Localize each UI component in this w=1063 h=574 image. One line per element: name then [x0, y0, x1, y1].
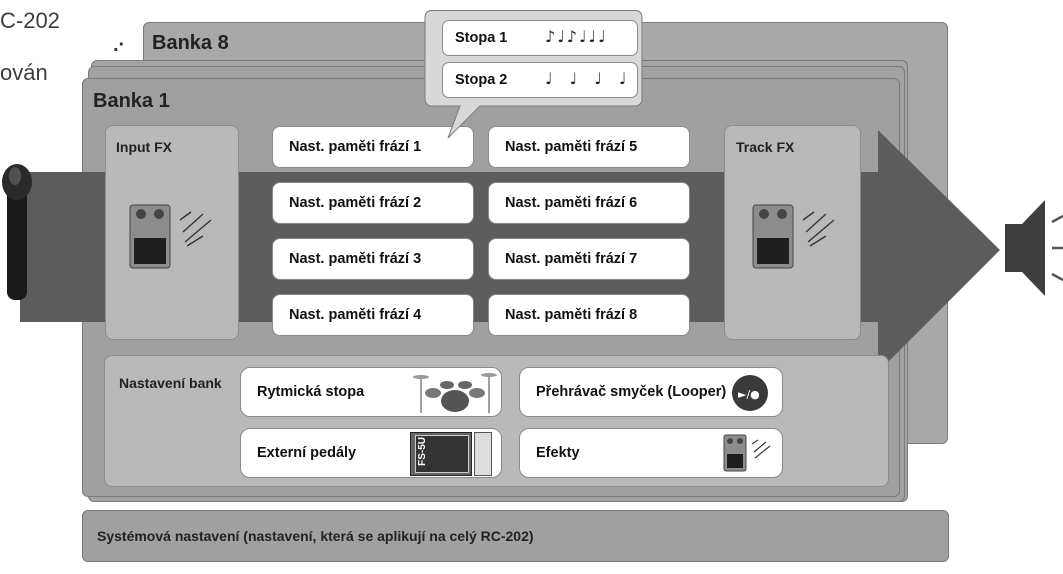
track-2-notes: ♩ ♩ ♩ ♩ [545, 69, 633, 88]
header-line-2: ován [0, 60, 48, 85]
effect-pedal-icon [723, 434, 771, 472]
drum-kit-icon [413, 373, 497, 413]
input-fx-label: Input FX [116, 139, 172, 155]
external-pedals-label: Externí pedály [257, 445, 357, 461]
input-fx-panel[interactable] [105, 125, 239, 340]
phrase-memory-5[interactable]: Nast. paměti frází 5 [488, 126, 690, 168]
svg-text:►/●: ►/● [738, 388, 760, 401]
phrase-memory-6[interactable]: Nast. paměti frází 6 [488, 182, 690, 224]
phrase-memory-1[interactable]: Nast. paměti frází 1 [272, 126, 474, 168]
rhythm-track-label: Rytmická stopa [257, 384, 365, 400]
effect-pedal-icon [752, 204, 835, 269]
looper-label: Přehrávač smyček (Looper) [536, 384, 727, 400]
bank-1-title: Banka 1 [93, 90, 170, 112]
speaker-icon [1005, 200, 1063, 296]
looper-icon: ►/● [732, 375, 768, 411]
microphone-icon [2, 164, 32, 300]
phrase-memory-8[interactable]: Nast. paměti frází 8 [488, 294, 690, 336]
bank-8-title: Banka 8 [152, 32, 229, 54]
track-2-label: Stopa 2 [455, 72, 508, 88]
footswitch-model-label: FS-5U [417, 437, 428, 466]
phrase-memory-3[interactable]: Nast. paměti frází 3 [272, 238, 474, 280]
track-2-row[interactable]: Stopa 2 [442, 62, 638, 98]
expression-pedal-icon [474, 432, 492, 476]
system-settings-bar[interactable]: Systémová nastavení (nastavení, která se… [82, 510, 949, 562]
track-1-row[interactable]: Stopa 1 [442, 20, 638, 56]
phrase-memory-4[interactable]: Nast. paměti frází 4 [272, 294, 474, 336]
header-line-1: C-202 [0, 8, 60, 33]
footswitch-icon: FS-5U [410, 432, 472, 476]
track-fx-label: Track FX [736, 139, 795, 155]
bank-settings-label: Nastavení bank [119, 375, 222, 391]
track-1-label: Stopa 1 [455, 30, 508, 46]
output-arrow [878, 130, 1000, 372]
effect-pedal-icon [129, 204, 212, 269]
phrase-memory-2[interactable]: Nast. paměti frází 2 [272, 182, 474, 224]
stack-dots-icon: .· [113, 34, 126, 56]
phrase-memory-7[interactable]: Nast. paměti frází 7 [488, 238, 690, 280]
effects-label: Efekty [536, 445, 580, 461]
track-1-notes: ♪♩♪♩♩♩ [545, 27, 608, 46]
